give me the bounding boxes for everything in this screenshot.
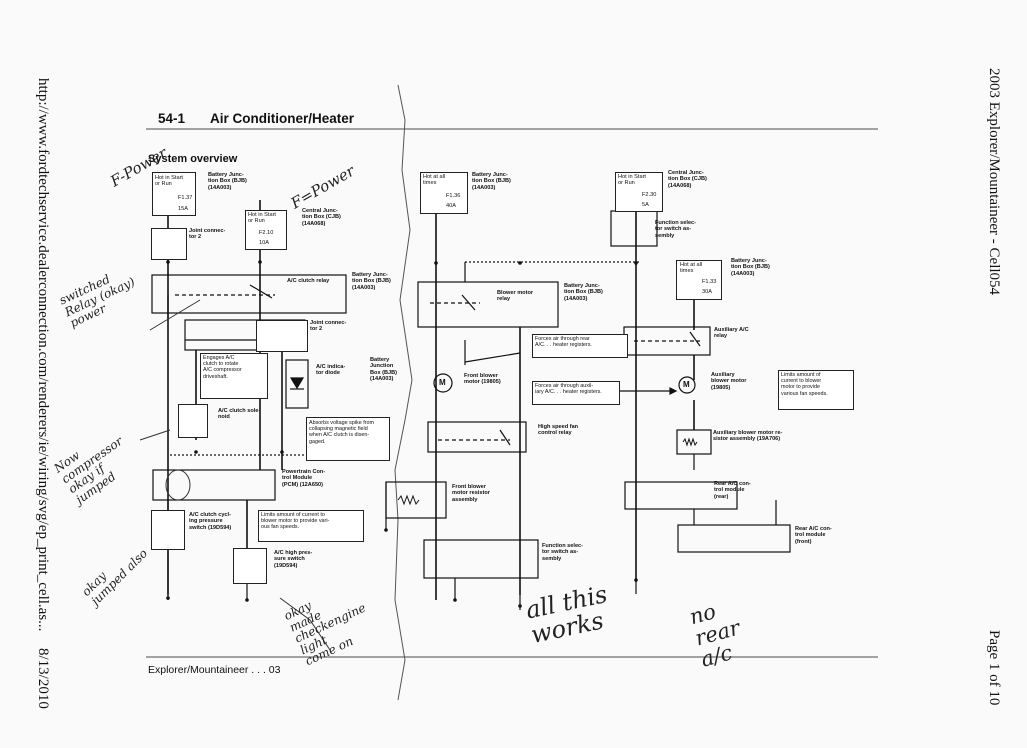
label-front-blower-motor: Front blower motor (19805) <box>464 373 501 386</box>
margin-right-page: Page 1 of 10 <box>986 630 1002 706</box>
label-fuse-15a: 15A <box>178 206 188 212</box>
label-hot-start-run-3: Hot in Start or Run <box>618 174 646 187</box>
section-title: Air Conditioner/Heater <box>210 111 355 126</box>
note-limits-box <box>258 510 364 542</box>
note-absorbs-box <box>306 417 390 461</box>
label-fuse-40a: 40A <box>446 203 456 209</box>
margin-url: http://www.fordtechservice.dealerconnect… <box>35 78 51 632</box>
ac-high-pressure-box <box>233 548 267 584</box>
label-rear-ac-module-rear: Rear A/C con- trol module (rear) <box>714 481 751 500</box>
fuse-box-f137 <box>152 172 196 216</box>
label-bjb-3: Battery Junction Box (BJB) (14A003) <box>370 357 398 383</box>
label-function-selector-1: Function selec- tor switch as- sembly <box>542 543 584 562</box>
label-fuse-30a: 30A <box>702 289 712 295</box>
note-forces-aux: Forces air through auxil- iary A/C. . . … <box>535 383 602 396</box>
label-joint-connector-2a: Joint connec- tor 2 <box>189 228 226 241</box>
label-pcm: Powertrain Con- trol Module (PCM) (12A65… <box>282 469 326 488</box>
label-cjb-1: Central Junc- tion Box (CJB) (14A068) <box>302 208 341 227</box>
label-function-selector-2: Function selec- tor switch as- sembly <box>655 220 697 239</box>
fuse-box-f136 <box>420 172 468 214</box>
ac-cycling-switch-box <box>151 510 185 550</box>
note-forces-rear: Forces air through rear A/C. . . heater … <box>535 336 592 349</box>
subtitle: System overview <box>148 153 238 165</box>
section-number: 54-1 <box>158 111 186 126</box>
label-fuse-f230: F2.30 <box>642 192 657 198</box>
label-high-speed-fan-relay: High speed fan control relay <box>538 424 579 437</box>
margin-date: 8/13/2010 <box>35 648 51 709</box>
note-limits-2: Limits amount of current to blower motor… <box>781 372 828 397</box>
note-absorbs: Absorbs voltage spike from collapsing ma… <box>309 420 375 445</box>
label-fuse-f137: F1.37 <box>178 195 193 201</box>
aux-motor-symbol: M <box>683 380 690 389</box>
label-fuse-5a: 5A <box>642 202 649 208</box>
label-front-blower-resistor: Front blower motor resistor assembly <box>452 484 490 503</box>
label-joint-connector-2b: Joint connec- tor 2 <box>310 320 347 333</box>
front-motor-symbol: M <box>439 378 446 387</box>
note-engages: Engages A/C clutch to rotate A/C compres… <box>203 355 242 380</box>
label-hot-all-times-2: Hot at all times <box>680 262 703 275</box>
label-bjb-2: Battery Junc- tion Box (BJB) (14A003) <box>352 272 391 291</box>
note-engages-box <box>200 353 268 399</box>
label-ac-clutch-relay: A/C clutch relay <box>287 278 330 284</box>
note-limits-1: Limits amount of current to blower motor… <box>261 512 330 531</box>
label-auxiliary-ac-relay: Auxiliary A/C relay <box>714 327 749 340</box>
label-hot-start-run-1: Hot in Start or Run <box>155 175 183 188</box>
label-fuse-f136: F1.36 <box>446 193 461 199</box>
joint-connector-box <box>151 228 187 260</box>
label-auxiliary-blower-motor: Auxiliary blower motor (19805) <box>711 372 747 391</box>
label-blower-motor-relay: Blower motor relay <box>497 290 534 303</box>
note-forces-aux-box <box>532 381 620 405</box>
label-bjb-4: Battery Junc- tion Box (BJB) (14A003) <box>472 172 511 191</box>
joint-connector-2b-box <box>256 320 308 352</box>
label-bjb-5: Battery Junc- tion Box (BJB) (14A003) <box>564 283 603 302</box>
label-ac-clutch-solenoid: A/C clutch sole- noid <box>218 408 261 421</box>
ac-clutch-solenoid-box <box>178 404 208 438</box>
label-bjb-1: Battery Junc- tion Box (BJB) (14A003) <box>208 172 247 191</box>
fuse-box-f133 <box>676 260 722 300</box>
note-limits-aux-box <box>778 370 854 410</box>
fuse-box-f230 <box>615 172 663 212</box>
label-fuse-f210: F2.10 <box>259 230 274 236</box>
label-aux-blower-resistor: Auxiliary blower motor re- sistor assemb… <box>713 430 783 443</box>
label-ac-high-pressure: A/C high pres- sure switch (19D594) <box>274 550 313 569</box>
label-rear-ac-module-front: Rear A/C con- trol module (front) <box>795 526 832 545</box>
label-hot-start-run-2: Hot in Start or Run <box>248 212 276 225</box>
label-bjb-6: Battery Junc- tion Box (BJB) (14A003) <box>731 258 770 277</box>
footer-text: Explorer/Mountaineer . . . 03 <box>148 664 281 676</box>
label-ac-indicator-diode: A/C indica- tor diode <box>316 364 346 377</box>
label-ac-cycling-switch: A/C clutch cycl- ing pressure switch (19… <box>189 512 232 531</box>
fuse-box-f210 <box>245 210 287 250</box>
label-cjb-2: Central Junc- tion Box (CJB) (14A068) <box>668 170 707 189</box>
label-fuse-10a: 10A <box>259 240 269 246</box>
label-fuse-f133: F1.33 <box>702 279 717 285</box>
note-forces-rear-box <box>532 334 628 358</box>
margin-right-title: 2003 Explorer/Mountaineer - Cell054 <box>986 68 1002 296</box>
label-hot-all-times-1: Hot at all times <box>423 174 446 187</box>
